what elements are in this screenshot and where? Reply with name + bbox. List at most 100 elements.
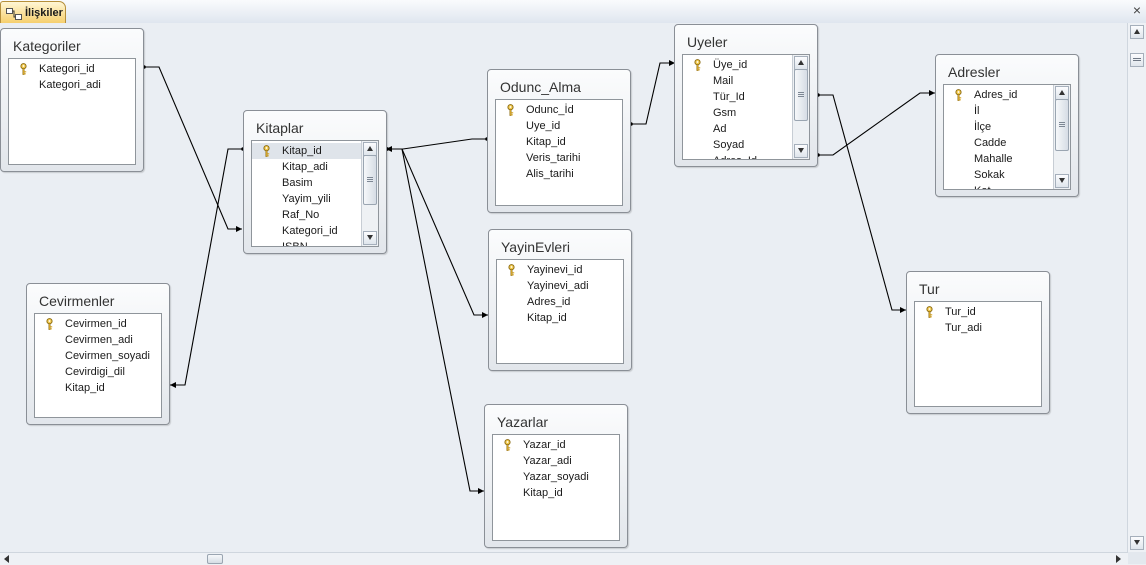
relationship-odunc-alma-uyeler[interactable] xyxy=(629,60,675,126)
scroll-left-icon[interactable] xyxy=(2,553,14,565)
relationship-kitaplar-yazarlar[interactable] xyxy=(385,147,484,494)
table-title[interactable]: Tur xyxy=(919,281,940,297)
field-item[interactable]: Basim xyxy=(252,175,361,191)
field-item[interactable]: İl xyxy=(944,103,1053,119)
scroll-down-icon[interactable] xyxy=(1130,536,1144,550)
field-item[interactable]: Yayinevi_id xyxy=(497,262,623,278)
vertical-scrollbar[interactable] xyxy=(1127,23,1146,552)
field-item[interactable]: İlçe xyxy=(944,119,1053,135)
scroll-up-icon[interactable] xyxy=(363,142,377,156)
field-item[interactable]: Raf_No xyxy=(252,207,361,223)
scroll-down-icon[interactable] xyxy=(1055,174,1069,188)
table-adresler[interactable]: AdreslerAdres_idİlİlçeCaddeMahalleSokakK… xyxy=(935,54,1079,197)
field-item[interactable]: Kitap_id xyxy=(497,310,623,326)
relationship-kategoriler-kitaplar[interactable] xyxy=(142,65,242,232)
field-item[interactable]: Odunc_İd xyxy=(496,102,622,118)
tab-iliskiler[interactable]: İlişkiler xyxy=(0,1,66,23)
field-item[interactable]: Kategori_adi xyxy=(9,77,135,93)
field-item[interactable]: Kategori_id xyxy=(9,61,135,77)
field-item[interactable]: Cevirmen_id xyxy=(35,316,161,332)
scroll-up-icon[interactable] xyxy=(1055,86,1069,100)
field-item[interactable]: Cevirmen_soyadi xyxy=(35,348,161,364)
field-item[interactable]: Kitap_adi xyxy=(252,159,361,175)
tab-label: İlişkiler xyxy=(25,7,63,19)
field-item[interactable]: Cevirmen_adi xyxy=(35,332,161,348)
table-scrollbar[interactable] xyxy=(792,55,809,159)
field-item[interactable]: Uye_id xyxy=(496,118,622,134)
field-item[interactable]: Soyad xyxy=(683,137,792,153)
field-item[interactable]: Yazar_id xyxy=(493,437,619,453)
horizontal-scroll-thumb[interactable] xyxy=(207,554,223,564)
field-item[interactable]: Üye_id xyxy=(683,57,792,73)
table-title[interactable]: YayinEvleri xyxy=(501,239,570,255)
scroll-up-icon[interactable] xyxy=(794,56,808,70)
table-title[interactable]: Odunc_Alma xyxy=(500,79,581,95)
scroll-up-icon[interactable] xyxy=(1130,25,1144,39)
table-scrollbar[interactable] xyxy=(1053,85,1070,189)
scroll-down-icon[interactable] xyxy=(794,144,808,158)
field-item[interactable]: Tür_Id xyxy=(683,89,792,105)
field-list[interactable]: Adres_idİlİlçeCaddeMahalleSokakKat xyxy=(943,84,1071,190)
field-item[interactable]: Sokak xyxy=(944,167,1053,183)
field-item[interactable]: Kitap_id xyxy=(493,485,619,501)
field-item[interactable]: Gsm xyxy=(683,105,792,121)
relationship-kitaplar-yayinevleri[interactable] xyxy=(385,147,488,318)
field-item[interactable]: Mahalle xyxy=(944,151,1053,167)
table-title[interactable]: Adresler xyxy=(948,64,1001,80)
table-scrollbar[interactable] xyxy=(361,141,378,246)
field-item[interactable]: Adres_Id xyxy=(683,153,792,159)
field-item[interactable]: Veris_tarihi xyxy=(496,150,622,166)
scroll-thumb[interactable] xyxy=(1055,99,1069,151)
field-item[interactable]: Cevirdigi_dil xyxy=(35,364,161,380)
relationship-uyeler-tur[interactable] xyxy=(816,93,906,313)
scroll-down-icon[interactable] xyxy=(363,231,377,245)
field-item[interactable]: Tur_adi xyxy=(915,320,1041,336)
table-title[interactable]: Kitaplar xyxy=(256,120,304,136)
field-item[interactable]: Yazar_soyadi xyxy=(493,469,619,485)
field-item[interactable]: Yayinevi_adi xyxy=(497,278,623,294)
field-item[interactable]: Adres_id xyxy=(497,294,623,310)
scroll-thumb[interactable] xyxy=(1130,53,1144,67)
horizontal-scrollbar[interactable] xyxy=(0,552,1128,565)
field-item[interactable]: Kitap_id xyxy=(496,134,622,150)
table-title[interactable]: Kategoriler xyxy=(13,38,81,54)
field-item[interactable]: Kategori_id xyxy=(252,223,361,239)
relationship-kitaplar-odunc-alma[interactable] xyxy=(386,137,489,152)
scroll-thumb[interactable] xyxy=(794,69,808,121)
field-item[interactable]: Yayim_yili xyxy=(252,191,361,207)
field-item[interactable]: Kitap_id xyxy=(35,380,161,396)
field-item[interactable]: Yazar_adi xyxy=(493,453,619,469)
field-item[interactable]: Adres_id xyxy=(944,87,1053,103)
scroll-thumb[interactable] xyxy=(363,155,377,205)
table-title[interactable]: Yazarlar xyxy=(497,414,549,430)
field-item[interactable]: Mail xyxy=(683,73,792,89)
relationship-kitaplar-cevirmenler[interactable] xyxy=(170,147,245,388)
table-title[interactable]: Cevirmenler xyxy=(39,293,115,309)
table-title[interactable]: Uyeler xyxy=(687,34,728,50)
field-item[interactable]: Tur_id xyxy=(915,304,1041,320)
field-item[interactable]: Kat xyxy=(944,183,1053,189)
scroll-right-icon[interactable] xyxy=(1112,553,1124,565)
field-item[interactable]: ISBN xyxy=(252,239,361,246)
field-item[interactable]: Ad xyxy=(683,121,792,137)
close-icon[interactable]: × xyxy=(1132,2,1141,18)
field-item[interactable]: Alis_tarihi xyxy=(496,166,622,182)
field-item[interactable]: Cadde xyxy=(944,135,1053,151)
field-item[interactable]: Kitap_id xyxy=(252,143,361,159)
